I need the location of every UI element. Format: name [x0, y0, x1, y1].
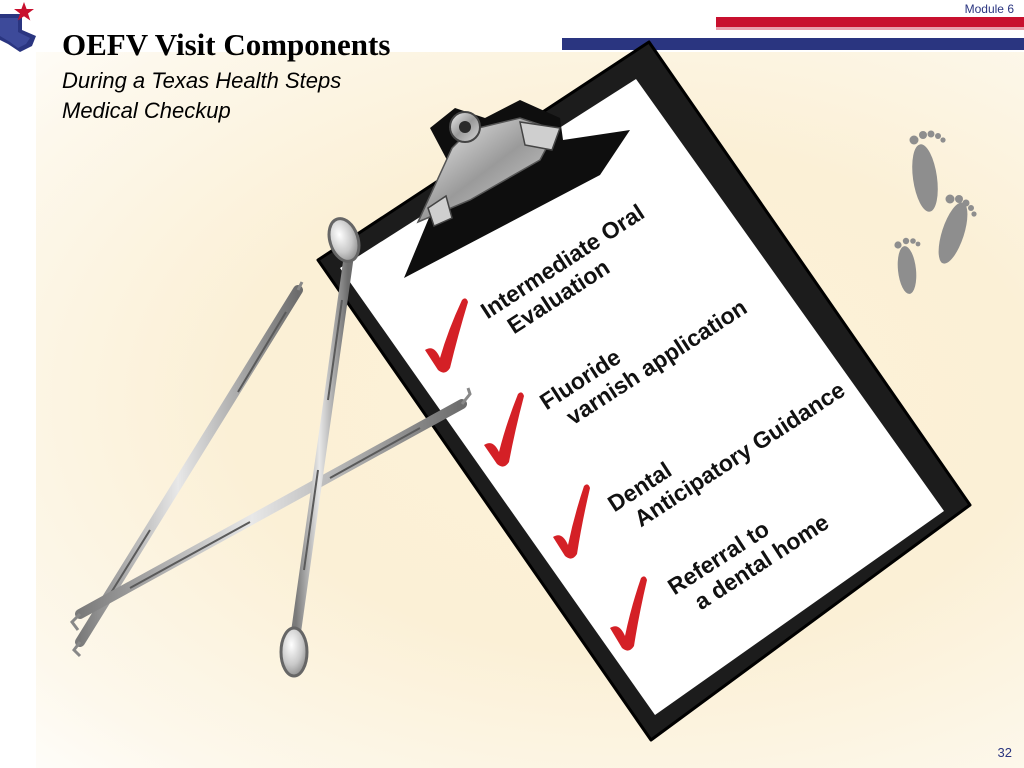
- header-red-bar-shadow: [716, 27, 1024, 30]
- checkmarks: [425, 298, 647, 651]
- dental-explorer-icon: [72, 281, 304, 658]
- texas-star-logo-icon: [0, 2, 36, 52]
- checkmark-icon: [425, 298, 468, 373]
- left-margin: [0, 0, 36, 768]
- module-label: Module 6: [964, 2, 1014, 16]
- dental-scaler-icon: [70, 387, 472, 631]
- slide-subtitle: During a Texas Health Steps Medical Chec…: [62, 68, 342, 123]
- clipboard-clip: [404, 100, 630, 278]
- header-red-bar: [716, 17, 1024, 27]
- clipboard-board: [316, 40, 972, 742]
- slide-title: OEFV Visit Components: [62, 27, 391, 62]
- checkmark-icon: [610, 576, 647, 651]
- dental-mirror-icon: [279, 217, 361, 678]
- checkmark-icon: [484, 392, 524, 467]
- checkmark-icon: [553, 484, 590, 559]
- header-blue-bar: [562, 38, 1024, 50]
- footprints-icon: [894, 130, 977, 294]
- page-number: 32: [997, 745, 1012, 760]
